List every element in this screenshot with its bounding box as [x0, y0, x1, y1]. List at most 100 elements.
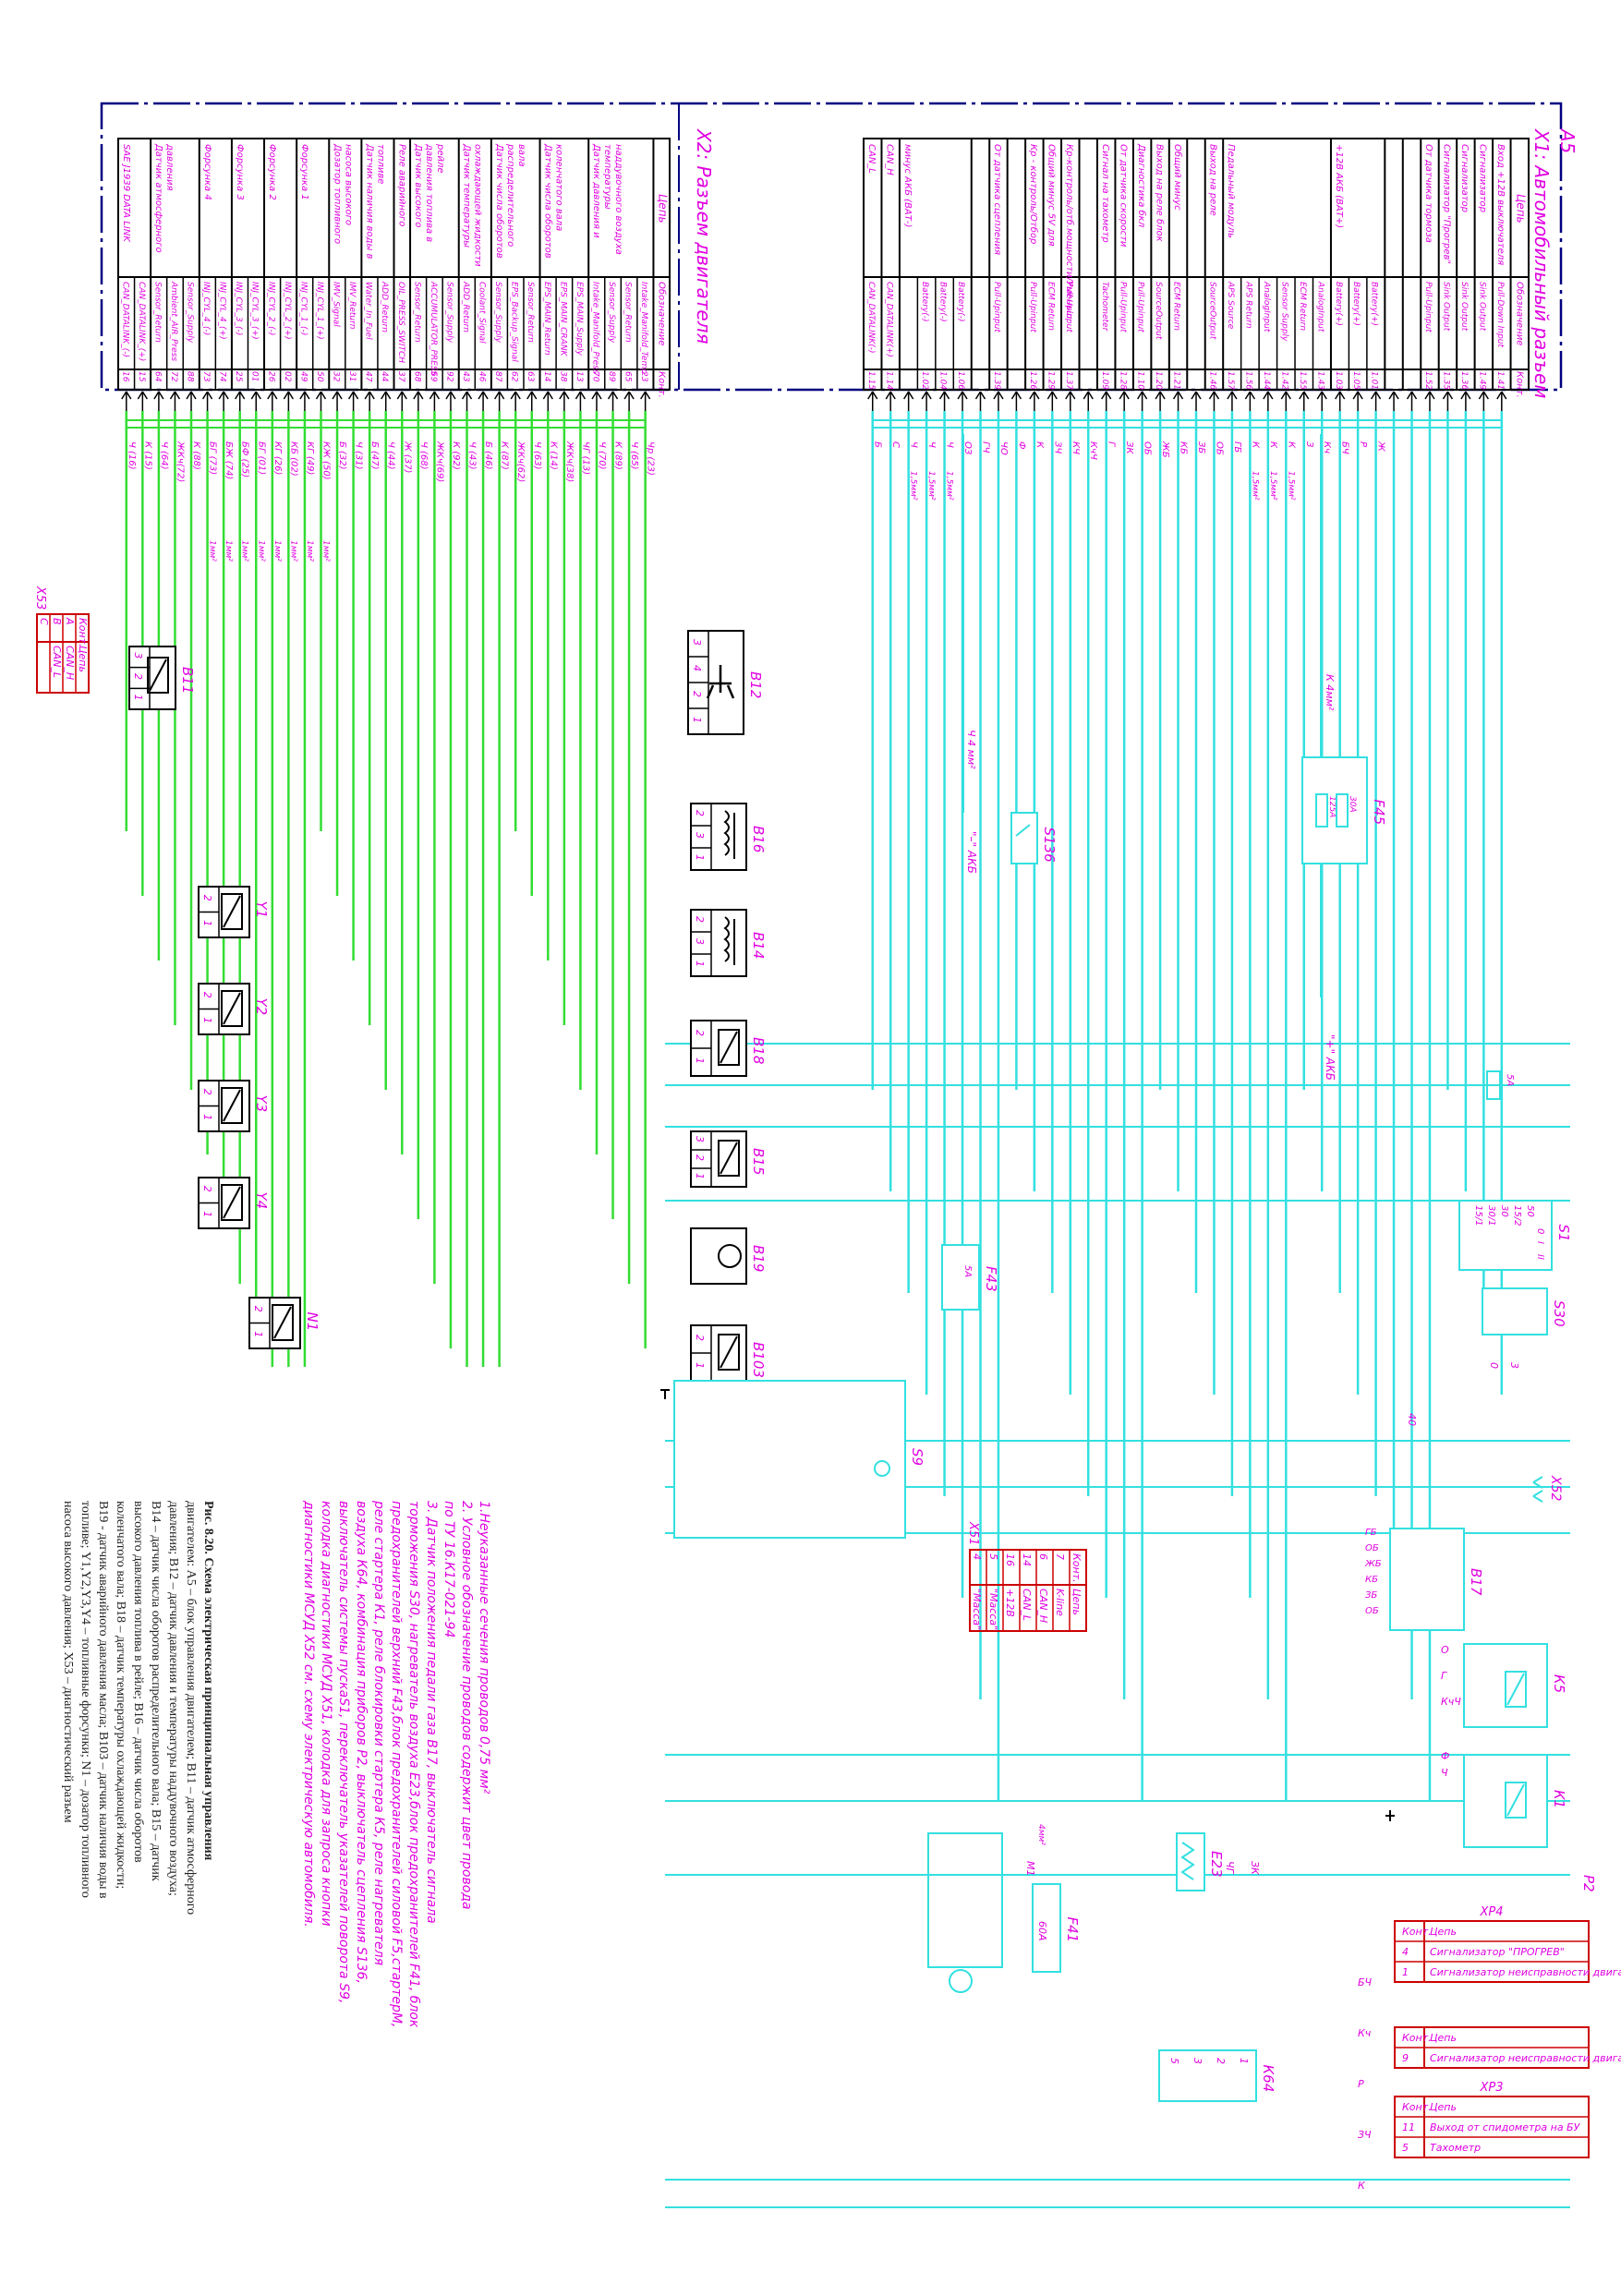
table-circuit: Выход от спидометра на БУ: [1430, 2121, 1581, 2133]
coil-icon: [1505, 1671, 1527, 1708]
pin-arrow: [1119, 391, 1130, 400]
cyan-wire-label: БЧ: [1340, 441, 1350, 454]
pin-number: 1.37: [1064, 371, 1073, 390]
fuse-rating: 5А: [1505, 1074, 1515, 1086]
header-contact: Конт.: [1514, 371, 1524, 398]
pin-number: 26: [266, 371, 275, 382]
pin-label: 3: [691, 639, 703, 646]
heater-element-icon: [1180, 1842, 1195, 1880]
ignition-switch-s1-body: [1458, 1200, 1553, 1271]
relay-k64-body: [1158, 2049, 1257, 2102]
group-circuit-label: давления: [164, 143, 175, 191]
pin-signal: Battery(-): [956, 282, 965, 322]
pin-label: 2: [694, 916, 706, 923]
k5-wire-label: Г: [1441, 1670, 1447, 1682]
injector-y4-label: Y4: [253, 1192, 270, 1210]
pin-arrow: [559, 391, 570, 400]
green-wire-label: К (87): [500, 441, 510, 470]
pin-signal: Pull-Upinput: [1136, 282, 1145, 332]
fuse-block-f45-body: [1301, 756, 1368, 864]
pin-signal: IMV_Signal: [332, 282, 341, 327]
pin-arrow: [1424, 391, 1435, 400]
pin-signal: EPS_Backup_Signal: [510, 282, 519, 362]
cyan-wire-label: КчЧ: [1088, 441, 1098, 460]
group-circuit-label: Общий минус 5V для: [1046, 144, 1058, 247]
green-wire-label: КЖ (50): [321, 441, 331, 480]
pin-arrow: [1352, 391, 1363, 400]
x1-title: Х1: Автомобильный разъем: [1530, 128, 1553, 398]
green-wire-label: ЧГ (13): [580, 441, 590, 475]
green-wire-label: БГ (01): [256, 441, 266, 475]
pin-signal: Pull-Upinput: [1028, 282, 1037, 332]
pin-number: 31: [347, 371, 357, 381]
injector-y3-label: Y3: [253, 1095, 270, 1113]
pin-number: 37: [396, 371, 405, 382]
pin-number: 1.49: [1477, 371, 1486, 390]
coil-icon: [221, 1087, 243, 1124]
k64-wire-label: ЗК: [1249, 1861, 1261, 1876]
pin-number: 44: [380, 371, 389, 382]
table-contact: 5: [987, 1553, 999, 1560]
pin-signal: Sensor_Supply: [444, 282, 454, 344]
cyan-wire-label: Кч: [1322, 441, 1332, 453]
note-line: 3. Датчик положения педали газа В17, вык…: [424, 1501, 439, 1924]
cyan-wire-label: ОЗ: [962, 441, 973, 455]
sensor-b14-label: В14: [750, 932, 767, 959]
cyan-wire-label: ЗБ: [1196, 441, 1206, 453]
switch-contact-icon: [1015, 824, 1031, 837]
group-circuit-label: Форсунка 4: [202, 144, 212, 200]
battery-plus-label: К 4мм²: [1324, 674, 1336, 711]
header-circuit: Цепь: [1514, 194, 1527, 224]
pin-arrow: [169, 391, 181, 400]
pin-arrow: [1478, 391, 1489, 400]
table-contact: 14: [1021, 1553, 1033, 1566]
pin-label: 1: [694, 1057, 706, 1064]
table-circuit: Сигнализатор неисправности двигателя "СТ…: [1430, 2052, 1621, 2064]
green-wire-section: 1мм²: [256, 540, 265, 562]
starter-frame: [927, 1832, 1003, 1968]
group-circuit-label: Форсунка 2: [267, 144, 277, 200]
pedal-sensor-b17-label: В17: [1468, 1568, 1484, 1596]
table-contact: 11: [1402, 2121, 1415, 2133]
pin-number: 70: [590, 371, 599, 382]
green-wire-label: К (88): [191, 441, 201, 470]
pin-arrow: [250, 391, 261, 400]
caption-line: давления; В12 – датчик давления и темпер…: [166, 1501, 180, 1896]
pin-label: 3: [694, 1136, 706, 1142]
pin-number: 1.36: [1459, 371, 1469, 390]
pin-arrow: [121, 391, 132, 400]
x2-title: Х2: Разъем двигателя: [693, 128, 715, 344]
cyan-wire-label: Ч: [945, 441, 955, 448]
note-line: реле стартера К1, реле блокировки старте…: [371, 1500, 386, 1965]
pin-number: 50: [315, 371, 324, 382]
sensor-b15-label: В15: [750, 1148, 767, 1175]
pin-label: 2: [691, 691, 703, 697]
sensor-b12-label: В12: [747, 671, 764, 698]
table-circuit: K-line: [1054, 1589, 1066, 1616]
cyan-wire-label: ЗК: [1124, 441, 1134, 454]
green-wire-label: КГ (49): [305, 441, 315, 475]
green-wire-section: 1мм²: [305, 540, 314, 562]
pin-signal: IMV_Return: [347, 282, 357, 330]
pin-label: 1: [694, 961, 706, 967]
heater-e23-label: Е23: [1208, 1851, 1225, 1878]
cyan-wire-label: КБ: [1179, 441, 1189, 454]
cyan-wire-label: ЖБ: [1160, 441, 1170, 458]
sensor-b103-label: В103: [750, 1342, 767, 1378]
green-wire-label: Ч (44): [386, 441, 396, 470]
table-x51: Конт.Цепь7K-line6CAN_H14CAN_L16+12В5"Мас…: [966, 1521, 1087, 1632]
pin-arrow: [1244, 391, 1256, 400]
coil-icon: [147, 657, 169, 694]
relay-k1-label: К1: [1551, 1790, 1567, 1808]
green-wire-label: БЖ (74): [224, 441, 234, 479]
pin-arrow: [1083, 391, 1094, 400]
cyan-wire-label: Б: [873, 441, 883, 448]
pin-arrow: [267, 391, 278, 400]
pin-arrow: [1280, 391, 1291, 400]
green-wire-label: Б (46): [483, 441, 493, 470]
fuse-icon: [1486, 1070, 1501, 1100]
pin-number: 69: [429, 371, 438, 382]
